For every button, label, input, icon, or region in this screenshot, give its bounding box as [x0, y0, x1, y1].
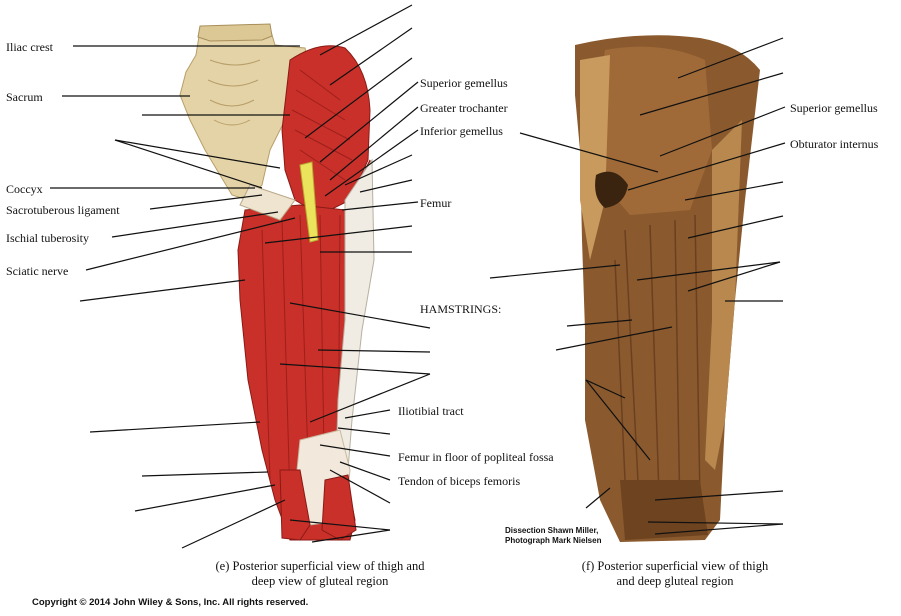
sciatic-nerve-shape: [299, 161, 319, 243]
cadaver-knee: [620, 480, 708, 540]
label-hamstrings: HAMSTRINGS:: [420, 302, 502, 316]
caption-e-line1: (e) Posterior superficial view of thigh …: [215, 559, 425, 573]
caption-f-line1: (f) Posterior superficial view of thigh: [581, 559, 769, 573]
cadaver-light-patch: [580, 55, 610, 260]
label-superior-gemellus-f: Superior gemellus: [790, 101, 878, 115]
label-iliac-crest: Iliac crest: [6, 40, 53, 54]
label-femur-popliteal-fossa: Femur in floor of popliteal fossa: [398, 450, 554, 464]
label-tendon-biceps-femoris: Tendon of biceps femoris: [398, 474, 521, 488]
illustration-thigh-gluteal: [179, 23, 375, 541]
label-obturator-internus: Obturator internus: [790, 137, 879, 151]
cadaver-gluteal: [595, 46, 712, 215]
lumbar-vertebra: [197, 23, 273, 42]
label-inferior-gemellus: Inferior gemellus: [420, 124, 503, 138]
label-femur: Femur: [420, 196, 452, 210]
caption-e-line2: deep view of gluteal region: [251, 574, 389, 588]
label-iliotibial-tract: Iliotibial tract: [398, 404, 464, 418]
label-superior-gemellus-e: Superior gemellus: [420, 76, 508, 90]
cadaver-it-band: [705, 120, 742, 470]
thigh-striations: [261, 214, 341, 521]
label-sacrum: Sacrum: [6, 90, 43, 104]
gluteal-striations: [291, 69, 353, 181]
cadaver-dark-cavity: [595, 171, 628, 208]
caption-f-line2: and deep gluteal region: [616, 574, 734, 588]
cadaver-thigh-fibers: [614, 214, 701, 526]
caption-f: (f) Posterior superficial view of thigh …: [555, 559, 795, 589]
label-ischial-tuberosity: Ischial tuberosity: [6, 231, 89, 245]
cadaver-photograph: [575, 35, 760, 542]
photo-credit-line1: Dissection Shawn Miller,: [505, 526, 599, 535]
label-coccyx: Coccyx: [6, 182, 43, 196]
copyright-notice: Copyright © 2014 John Wiley & Sons, Inc.…: [32, 597, 309, 608]
label-sciatic-nerve: Sciatic nerve: [6, 264, 69, 278]
sacrum-ridges: [207, 59, 261, 126]
coccyx-ligament: [239, 184, 296, 221]
calf-muscles: [279, 469, 357, 541]
label-greater-trochanter: Greater trochanter: [420, 101, 508, 115]
label-sacrotuberous-ligament: Sacrotuberous ligament: [6, 203, 120, 217]
photo-credit-line2: Photograph Mark Nielsen: [505, 536, 602, 545]
leader-lines: [50, 4, 786, 549]
caption-e: (e) Posterior superficial view of thigh …: [185, 559, 455, 589]
